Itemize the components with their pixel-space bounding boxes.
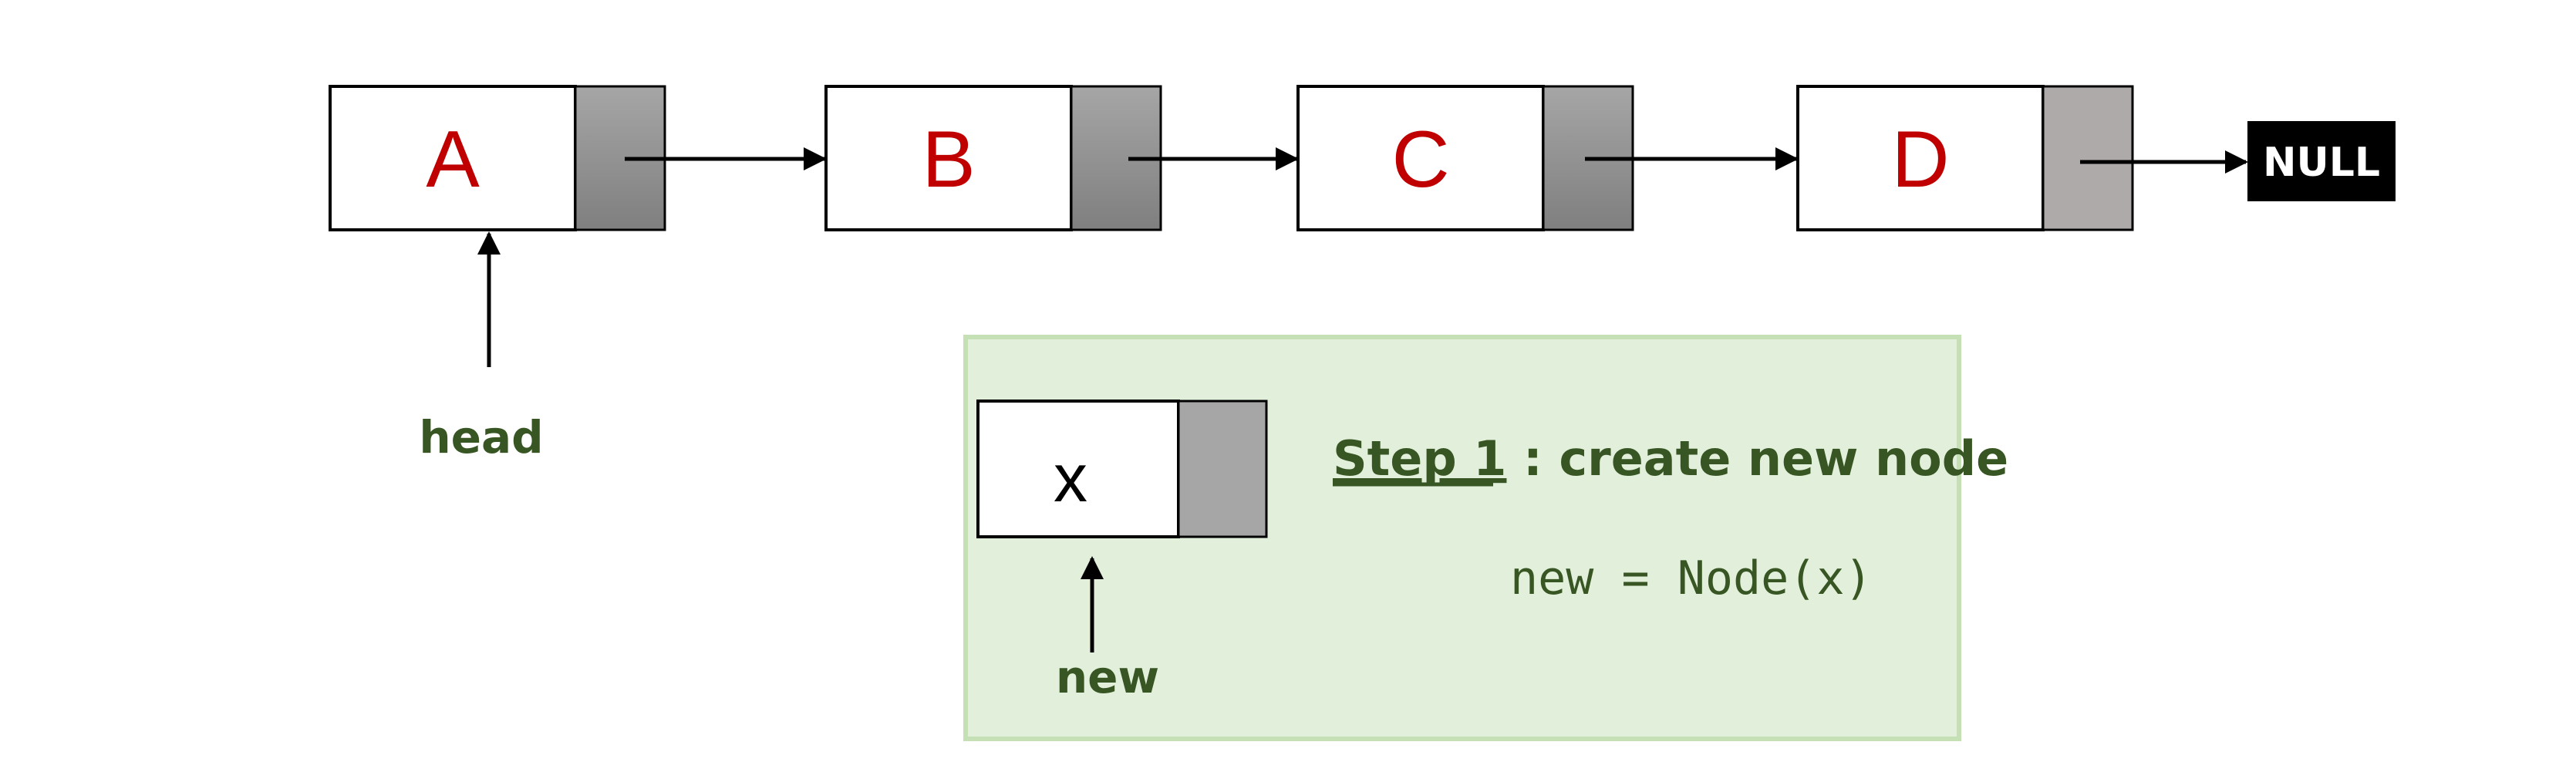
node-a-data-cell bbox=[329, 85, 577, 231]
null-label: NULL bbox=[2263, 140, 2380, 186]
step-title: Step 1 : create new node bbox=[1333, 430, 2008, 487]
step-description: : create new node bbox=[1523, 430, 2008, 487]
step-code: new = Node(x) bbox=[1510, 551, 1873, 605]
list-node-b: B bbox=[824, 85, 1162, 231]
new-node: x bbox=[976, 400, 1268, 538]
step-panel: x new Step 1 : create new node new = Nod… bbox=[963, 335, 2008, 741]
new-node-data-cell bbox=[976, 400, 1180, 538]
head-label: head bbox=[419, 411, 543, 464]
new-label: new bbox=[1056, 651, 1159, 703]
null-box bbox=[2247, 121, 2396, 201]
list-node-a: A bbox=[329, 85, 666, 231]
node-d-data-cell bbox=[1796, 85, 2045, 231]
step-number: Step 1 bbox=[1333, 430, 1506, 487]
node-c-data-cell bbox=[1296, 85, 1545, 231]
new-node-label: x bbox=[1054, 440, 1087, 516]
list-node-d: D bbox=[1796, 85, 2134, 231]
node-c-label: C bbox=[1391, 115, 1449, 204]
node-b-label: B bbox=[922, 115, 975, 204]
list-node-c: C bbox=[1296, 85, 1634, 231]
null-terminator: NULL bbox=[2247, 121, 2396, 201]
node-d-label: D bbox=[1891, 115, 1949, 204]
new-node-pointer-cell bbox=[1177, 400, 1268, 538]
node-d-pointer-cell bbox=[2042, 85, 2134, 231]
node-a-label: A bbox=[426, 115, 480, 204]
node-b-data-cell bbox=[824, 85, 1073, 231]
